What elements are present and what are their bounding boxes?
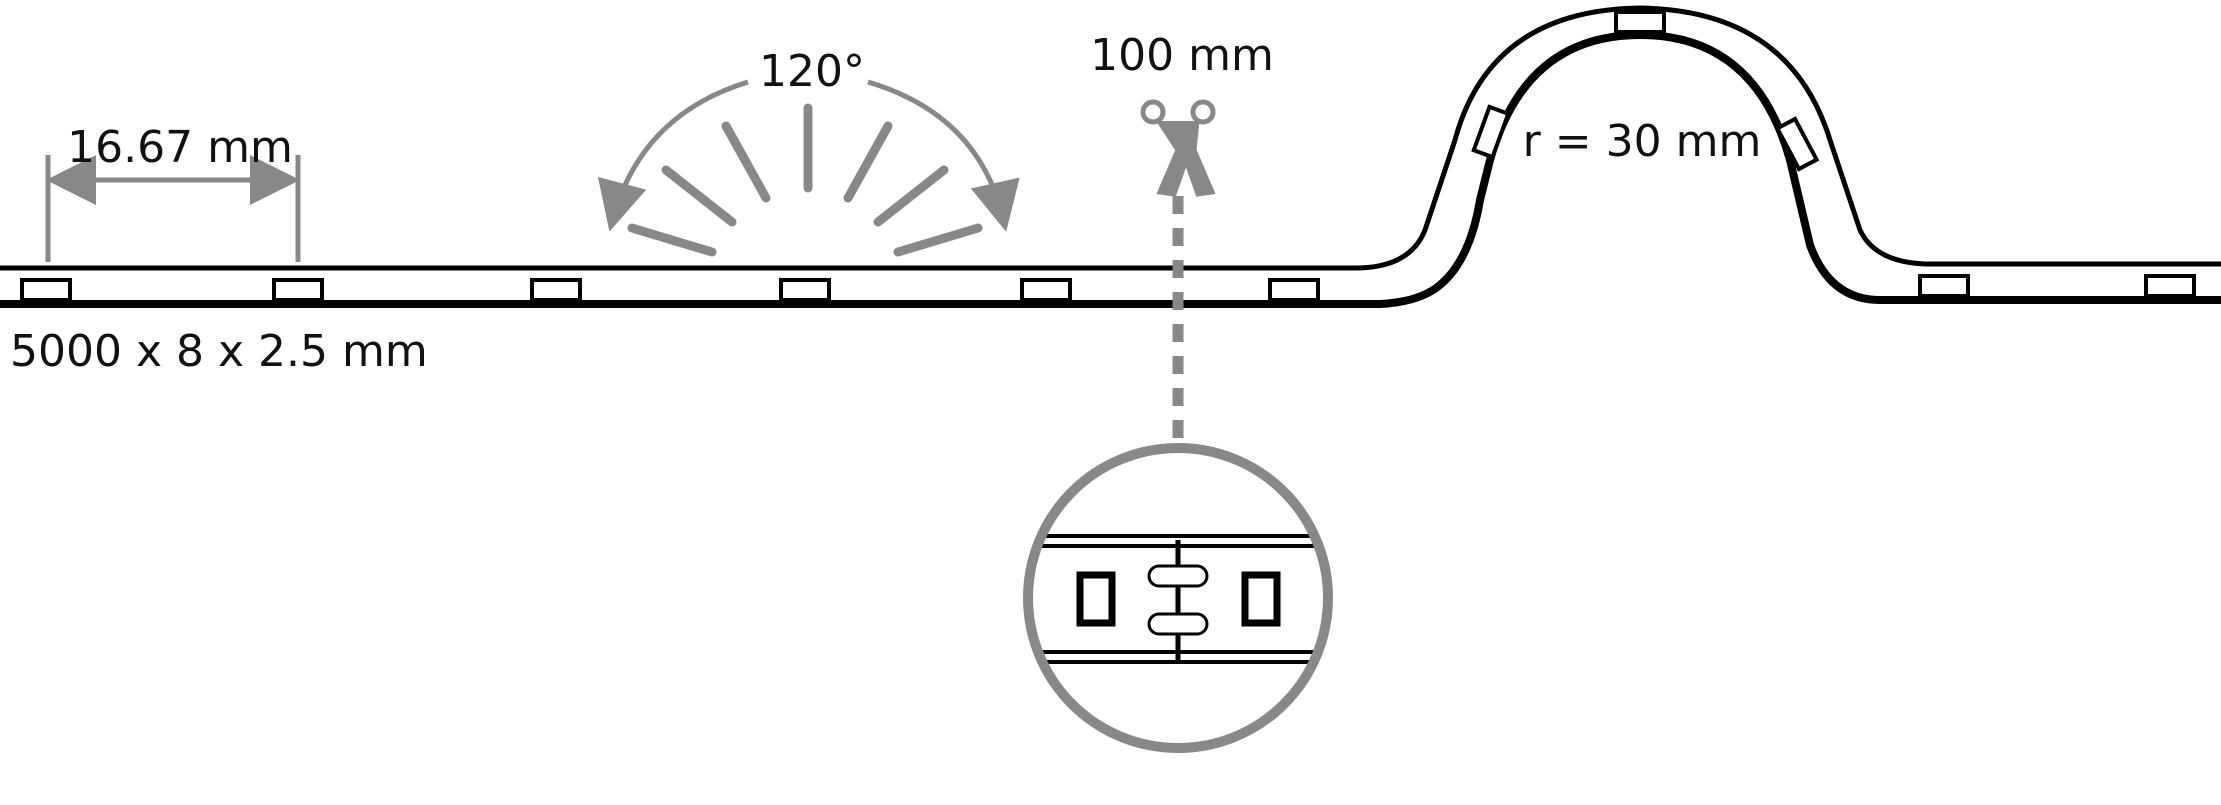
led-chip (1471, 104, 1511, 160)
strip-top-edge (0, 5, 2221, 271)
solder-pad-bottom (1147, 612, 1209, 636)
led-chip (1774, 116, 1820, 172)
led-chip (1020, 278, 1072, 302)
light-ray (893, 223, 983, 257)
light-rays (627, 103, 983, 257)
zoom-led-chip-left (1076, 571, 1116, 627)
light-ray (627, 223, 717, 257)
light-ray (843, 121, 893, 203)
light-ray (661, 165, 737, 227)
led-chip (272, 278, 324, 302)
scissors-icon (1140, 99, 1216, 197)
light-ray (721, 121, 771, 203)
beam-angle-indicator: 120° (597, 46, 1020, 257)
solder-pad-top (1147, 564, 1209, 588)
led-strip (0, 5, 2221, 308)
magnified-cut-view (1023, 443, 1333, 753)
led-chip (779, 278, 831, 302)
led-chip (1268, 278, 1320, 302)
angle-arc-left (597, 79, 749, 232)
angle-arc-right (867, 79, 1020, 232)
bend-radius-label: r = 30 mm (1523, 116, 1762, 167)
led-chip (20, 278, 72, 302)
pitch-dimension: 16.67 mm (45, 122, 301, 262)
light-ray (873, 165, 949, 227)
led-chips (20, 10, 2196, 302)
zoom-led-chip-right (1241, 571, 1281, 627)
strip-bottom-edge (0, 30, 2221, 308)
pitch-label: 16.67 mm (67, 122, 293, 173)
cut-point-indicator: 100 mm (1090, 30, 1274, 446)
angle-label: 120° (759, 46, 865, 97)
cut-interval-label: 100 mm (1090, 30, 1274, 81)
led-chip (1614, 10, 1666, 34)
dimensions-label: 5000 x 8 x 2.5 mm (10, 326, 428, 377)
led-chip (2144, 274, 2196, 298)
led-chip (530, 278, 582, 302)
led-chip (1918, 274, 1970, 298)
magnifier-ring (1023, 443, 1333, 753)
